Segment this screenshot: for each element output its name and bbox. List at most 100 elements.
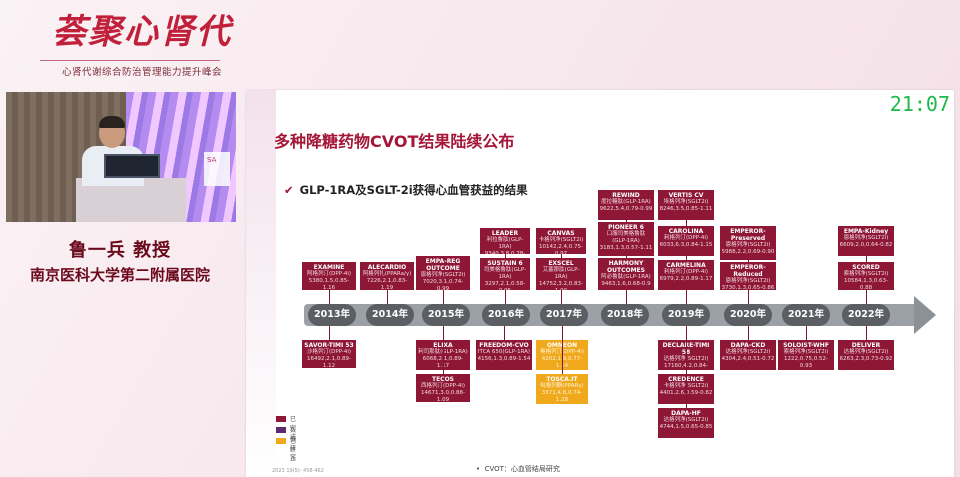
connector-line	[443, 290, 444, 304]
footnote-text: CVOT：心血管结局研究	[484, 465, 560, 473]
trial-detail: 索格列净(SGLT2i) 1222,0.75,0.52-0.93	[783, 349, 829, 369]
trial-detail: 索格列净(SGLT2i) 10584,1.3,0.63-0.88	[843, 271, 889, 290]
connector-line	[329, 290, 330, 304]
trial-detail: 埃格列净(SGLT2i) 8246,3.5,0.85-1.11	[659, 199, 713, 212]
trial-detail: 阿必鲁肽(GLP-1RA) 9463,1.6,0.68-0.9	[601, 274, 651, 287]
trial-name: CREDENCE	[659, 376, 713, 383]
trial-name: REWIND	[612, 192, 640, 199]
trial-name: SUSTAIN 6	[487, 260, 523, 267]
trial-detail: 卡格列净(SGLT2i) 10142,2.4,0.75-0.97	[538, 237, 584, 254]
year-label: 2017年	[540, 304, 588, 326]
trial-detail: 阿格列汀(DPP-4i) 5380,1.5,0.85-1.16	[306, 271, 352, 290]
trial-detail: 恩格列净(SGLT2i) 6609,2.0,0.64-0.82	[839, 235, 893, 248]
legend-label: 数据研究	[290, 427, 297, 461]
year-label: 2022年	[842, 304, 890, 326]
stage-sign-text: SA	[207, 156, 217, 164]
trial-detail: 艾塞那肽(GLP-1RA) 14752,3.2,0.83-1.00	[539, 267, 583, 290]
trial-name: TOSCA.IT	[546, 376, 578, 383]
trial-name: DAPA-CKD	[730, 342, 766, 349]
trial-name: ALECARDIO	[367, 264, 407, 271]
trial-name: SCORED	[852, 264, 880, 271]
trial-name: SAVOR-TIMI 53	[304, 342, 354, 349]
connector-line	[443, 326, 444, 374]
connector-line	[748, 326, 749, 340]
citation: 2023 19(5): 458-462	[272, 468, 324, 474]
trial-name: EMPA-Kidney	[843, 228, 889, 235]
slide-subtitle-text: GLP-1RA及SGLT-2i获得心血管获益的结果	[299, 183, 528, 197]
trial-name: DAPA-HF	[671, 410, 701, 417]
connector-line	[505, 290, 506, 304]
trial-detail: 恩格列净(SGLT2i) 5988,2.2,0.69-0.90	[721, 242, 775, 255]
trial-name: EMPEROR-Preserved	[730, 228, 766, 242]
connector-line	[561, 290, 562, 304]
year-label: 2021年	[782, 304, 830, 326]
conference-subtitle: 心肾代谢综合防治管理能力提升峰会	[62, 67, 223, 78]
year-label: 2018年	[601, 304, 649, 326]
connector-line	[748, 290, 749, 304]
trial-detail: ITCA 650(GLP-1RA) 4156,1.3,0.89-1.54	[477, 349, 531, 362]
trial-name: CAROLINA	[668, 228, 704, 235]
trial-detail: 度拉糖肽(GLP-1RA) 9622,5.4,0.79-0.99	[599, 199, 653, 212]
trial-detail: 达格列净(SGLT2i) 4304,2.4,0.51-0.72	[721, 349, 775, 362]
trial-name: PIONEER 6	[608, 224, 644, 231]
speaker-name: 鲁一兵 教授	[68, 240, 172, 261]
timeline-arrowhead-icon	[914, 296, 936, 334]
trial-name: OMNEON	[537, 342, 587, 349]
trial-detail: 达格列净(SGLT2i) 4744,1.5,0.65-0.85	[659, 417, 713, 430]
speaker-video: SA	[6, 92, 236, 222]
legend-swatch	[276, 438, 286, 444]
legend-label: 已终止	[290, 438, 297, 463]
connector-line	[866, 290, 867, 304]
banner-divider	[40, 60, 220, 61]
trial-name: EXAMINE	[313, 264, 345, 271]
year-label: 2019年	[662, 304, 710, 326]
trial-name: EMPA-REG OUTCOME	[425, 258, 461, 272]
footnote: • CVOT：心血管结局研究	[476, 465, 560, 473]
trial-detail: 利格列汀(DPP-4i) 6979,2.2,0.89-1.17	[659, 269, 713, 282]
check-icon: ✔	[284, 183, 294, 197]
connector-line	[504, 326, 505, 340]
speaker-hair	[99, 116, 125, 128]
connector-line	[686, 290, 687, 304]
legend-swatch	[276, 427, 286, 433]
trial-name: EXSCEL	[548, 260, 574, 267]
trial-name: FREEDOM-CVO	[479, 342, 529, 349]
trial-detail: 司美格鲁肽(GLP-1RA) 3297,2.1,0.58-0.95	[483, 267, 527, 290]
connector-line	[806, 326, 807, 340]
trial-name: CANVAS	[547, 230, 575, 237]
trial-name: VERTIS CV	[668, 192, 704, 199]
trial-detail: 达格列净(SGLT2i) 6263,2.3,0.73-0.92	[839, 349, 893, 362]
connector-line	[686, 326, 687, 408]
trial-detail: 恩格列净(SGLT2i) 3730,1.3,0.65-0.86	[721, 278, 775, 290]
laptop	[104, 154, 160, 178]
speaker-organization: 南京医科大学第二附属医院	[29, 266, 210, 284]
trial-name: HARMONY OUTCOMES	[607, 260, 645, 274]
trial-name: SOLOIST-WHF	[783, 342, 829, 349]
trial-detail: 恩格列净(SGLT2i) 7020,3.1,0.74-0.99	[420, 272, 466, 290]
trial-name: TECOS	[431, 376, 455, 383]
year-label: 2016年	[482, 304, 530, 326]
conference-title: 荟聚心肾代	[52, 12, 232, 52]
trial-detail: 利拉鲁肽(GLP-1RA) 9340,3.8,0.78-0.97	[484, 237, 526, 254]
presentation-slide: 21:07 多种降糖药物CVOT结果陆续公布 ✔GLP-1RA及SGLT-2i获…	[246, 90, 954, 477]
